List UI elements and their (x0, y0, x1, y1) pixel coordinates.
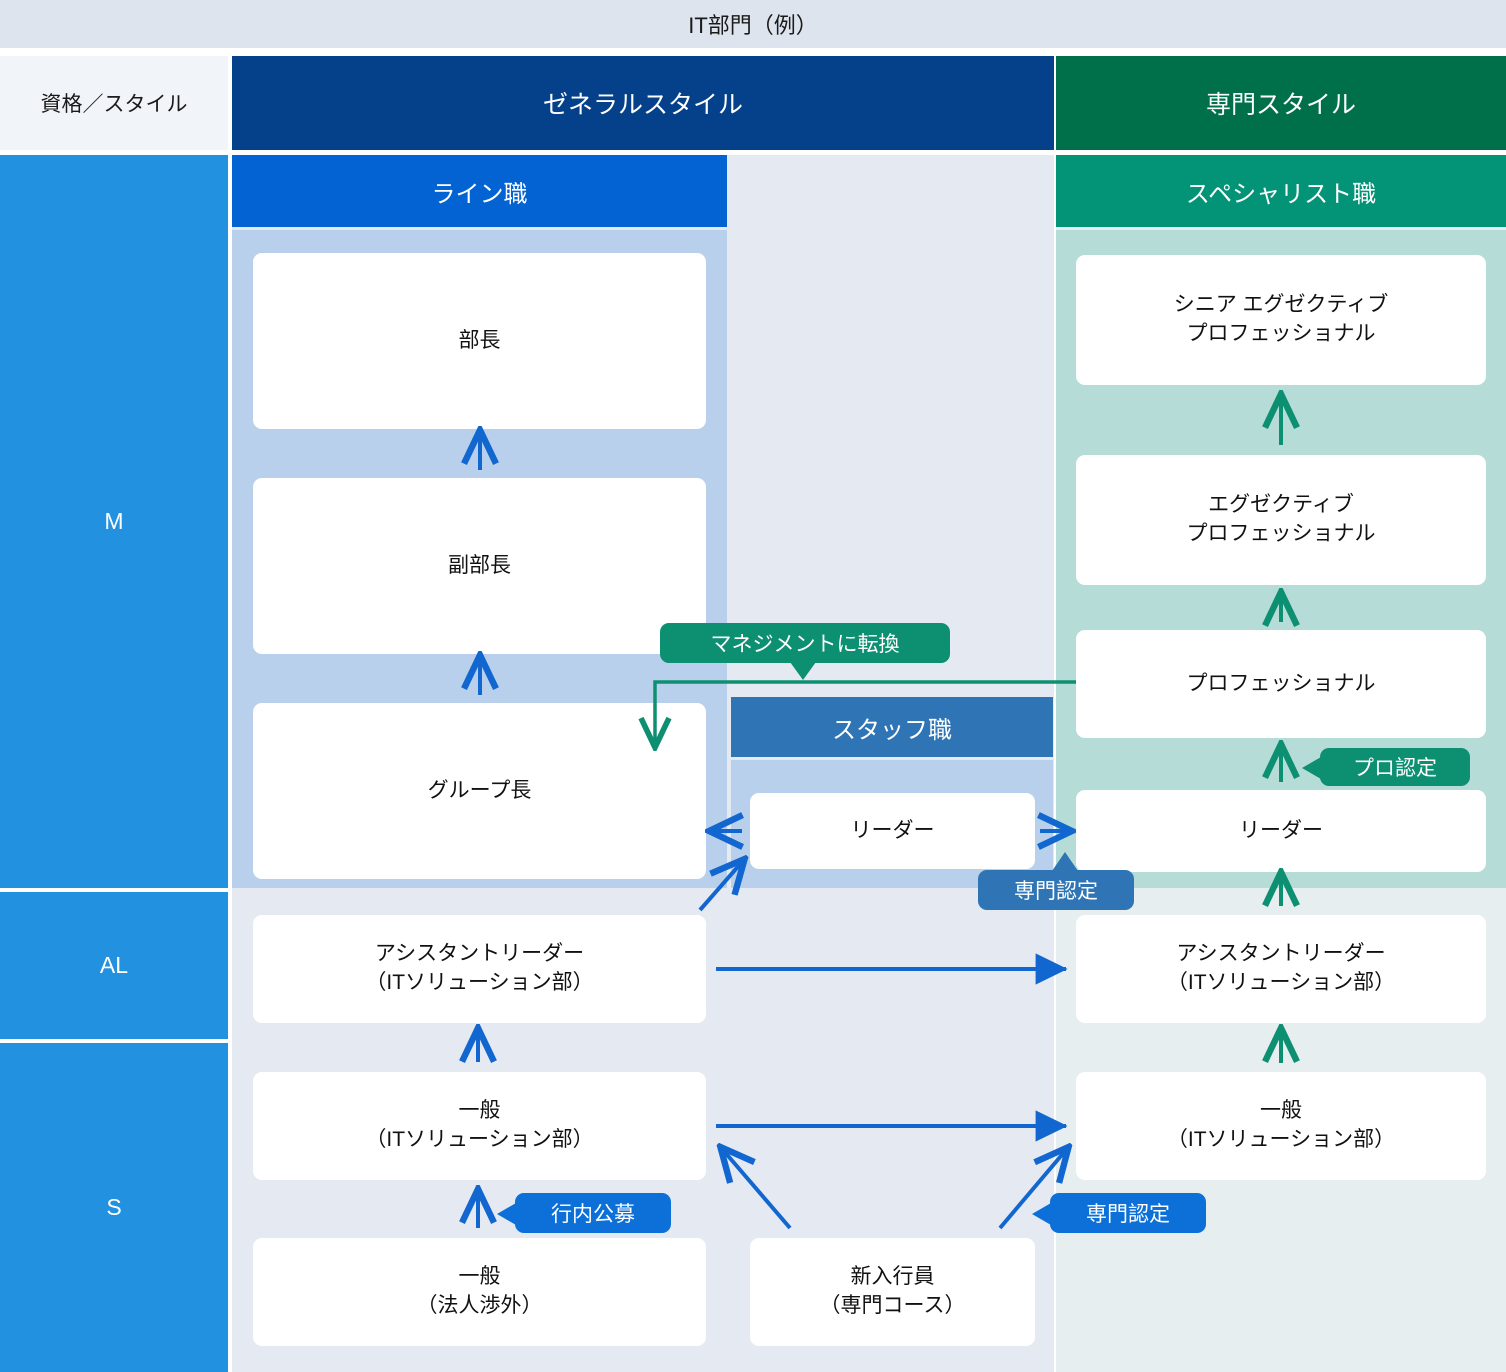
node-label-line2: （ITソリューション部） (1166, 1128, 1396, 1151)
header-special-style: 専門スタイル (1056, 56, 1506, 150)
node-label-line2: （ITソリューション部） (365, 971, 594, 994)
node-new-entrant-specialist-course: 新入行員 （専門コース） (750, 1238, 1035, 1346)
callout-pro-certification: プロ認定 (1320, 748, 1470, 786)
callout-label: マネジメントに転換 (710, 633, 900, 656)
node-assistant-leader-general: アシスタントリーダー （ITソリューション部） (253, 915, 706, 1023)
header-general-style: ゼネラルスタイル (232, 56, 1054, 150)
rank-label-s: S (0, 1043, 228, 1372)
node-label-line2: （ITソリューション部） (365, 1128, 594, 1151)
node-specialist-leader: リーダー (1076, 790, 1486, 872)
staff-job-header: スタッフ職 (731, 697, 1053, 757)
node-label-line1: アシスタントリーダー (1176, 942, 1386, 966)
header-qualification-style: 資格／スタイル (0, 56, 228, 150)
callout-specialist-certification-low-tail (1032, 1203, 1051, 1225)
node-label-line2: （法人渉外） (416, 1294, 543, 1317)
node-staff-leader: リーダー (750, 793, 1035, 869)
node-fuku-bucho: 副部長 (253, 478, 706, 654)
node-assistant-leader-specialist: アシスタントリーダー （ITソリューション部） (1076, 915, 1486, 1023)
node-group-cho: グループ長 (253, 703, 706, 879)
callout-internal-recruitment-tail (497, 1203, 516, 1225)
node-label-line2: プロフェッショナル (1186, 522, 1376, 545)
page-title: IT部門（例） (688, 13, 818, 38)
diagram-title-band: IT部門（例） (0, 0, 1506, 48)
callout-specialist-certification-mid-tail (1052, 852, 1078, 871)
node-label-line1: 一般 (1260, 1099, 1302, 1123)
node-ippan-it-solution-specialist: 一般 （ITソリューション部） (1076, 1072, 1486, 1180)
node-label-line2: （専門コース） (819, 1294, 966, 1317)
node-label-line1: エグゼクティブ (1208, 493, 1354, 517)
callout-management-switch: マネジメントに転換 (660, 623, 950, 663)
callout-specialist-certification-mid: 専門認定 (978, 870, 1134, 910)
rank-label-al: AL (0, 892, 228, 1039)
node-label: グループ長 (427, 778, 532, 802)
node-label: 部長 (458, 328, 501, 352)
node-label: リーダー (1239, 818, 1323, 842)
callout-label: 専門認定 (1086, 1203, 1170, 1226)
node-label-line2: （ITソリューション部） (1166, 971, 1396, 994)
node-bucho: 部長 (253, 253, 706, 429)
node-ippan-it-solution-general: 一般 （ITソリューション部） (253, 1072, 706, 1180)
specialist-job-header: スペシャリスト職 (1056, 155, 1506, 227)
callout-label: 行内公募 (551, 1203, 635, 1226)
callout-label: 専門認定 (1014, 880, 1098, 903)
callout-label: プロ認定 (1353, 757, 1437, 780)
node-label: プロフェッショナル (1186, 671, 1376, 695)
node-label-line2: プロフェッショナル (1186, 322, 1376, 345)
callout-management-switch-tail (790, 662, 816, 680)
node-label-line1: 新入行員 (850, 1265, 935, 1289)
node-ippan-hojin-shogai: 一般 （法人渉外） (253, 1238, 706, 1346)
node-label: 副部長 (448, 553, 511, 577)
node-label-line1: アシスタントリーダー (374, 942, 585, 966)
node-label-line1: シニア エグゼクティブ (1173, 293, 1389, 317)
node-label-line1: 一般 (458, 1099, 501, 1123)
rank-label-m: M (0, 155, 228, 888)
line-job-header: ライン職 (232, 155, 727, 227)
callout-specialist-certification-low: 専門認定 (1050, 1193, 1206, 1233)
callout-pro-certification-tail (1302, 757, 1321, 779)
node-executive-professional: エグゼクティブ プロフェッショナル (1076, 455, 1486, 585)
node-label: リーダー (850, 818, 935, 842)
node-professional: プロフェッショナル (1076, 630, 1486, 738)
node-senior-executive-professional: シニア エグゼクティブ プロフェッショナル (1076, 255, 1486, 385)
node-label-line1: 一般 (458, 1265, 501, 1289)
callout-internal-recruitment: 行内公募 (515, 1193, 671, 1233)
